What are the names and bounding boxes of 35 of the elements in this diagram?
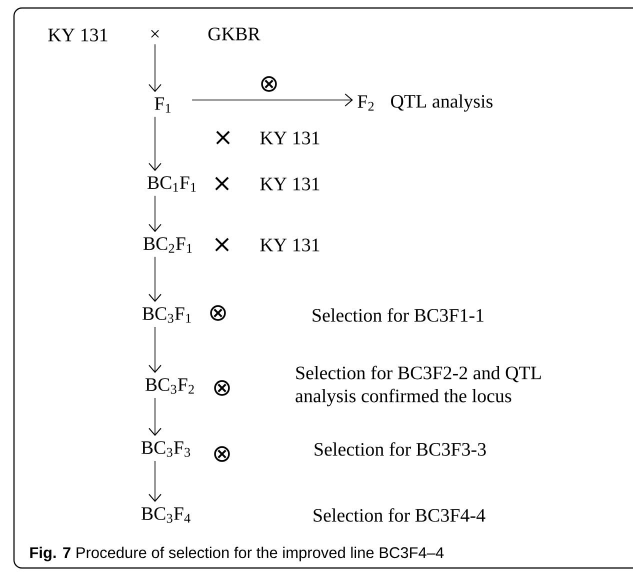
- cross-symbol: ⊗: [214, 446, 230, 462]
- generation-label: BC$_{3}$F$_{4}$: [141, 507, 190, 523]
- arrow: [148, 460, 162, 502]
- cross-symbol: ⊗: [210, 305, 226, 321]
- generation-label: BC$_{1}$F$_{1}$: [147, 176, 196, 192]
- generation-label: BC$_{2}$F$_{1}$: [143, 237, 192, 253]
- label-text: KY 131: [48, 28, 108, 42]
- label-text: GKBR: [208, 28, 260, 40]
- edge-label: ⊗: [261, 76, 277, 92]
- label-text: Selection for BC3F4-4: [314, 508, 486, 522]
- generation-label: BC$_{3}$F$_{3}$: [141, 441, 190, 457]
- generation-label: BC$_{3}$F$_{2}$: [145, 378, 194, 394]
- generation-label: F$_{2}$: [358, 95, 374, 111]
- generation-label: F$_{1}$: [154, 97, 171, 113]
- arrow: [148, 326, 162, 374]
- cross-symbol: ⊗: [214, 380, 230, 396]
- label-text: Selection for BC3F1-1: [312, 308, 484, 322]
- generation-label: ×: [151, 30, 159, 38]
- label-text: Selection for BC3F3-3: [314, 442, 486, 456]
- label-text: Selection for BC3F2-2 and QTL analysis confirmed the locus: [296, 366, 541, 406]
- arrow: [192, 94, 353, 106]
- cross-symbol: ×: [215, 238, 229, 252]
- note-text: QTL analysis: [391, 94, 492, 112]
- arrow: [148, 196, 162, 232]
- label-text: KY 131: [260, 178, 320, 190]
- cross-symbol: ×: [216, 130, 230, 144]
- arrow: [148, 44, 162, 92]
- arrow: [148, 398, 162, 436]
- arrow: [148, 116, 162, 172]
- caption: Fig. 7 Procedure of selection for the improved line BC3F4–4: [30, 546, 444, 562]
- label-text: KY 131: [260, 238, 320, 252]
- label-text: KY 131: [260, 132, 320, 144]
- generation-label: BC$_{3}$F$_{1}$: [142, 307, 191, 323]
- arrow: [148, 256, 162, 302]
- cross-symbol: ×: [215, 176, 229, 190]
